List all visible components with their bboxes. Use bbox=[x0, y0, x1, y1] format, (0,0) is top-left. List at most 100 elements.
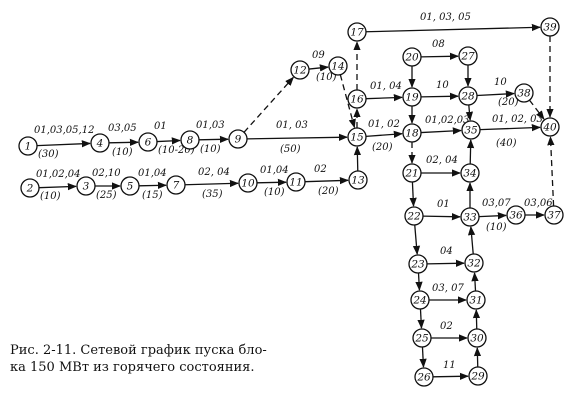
edge-32-33 bbox=[467, 226, 476, 255]
edge-25-26 bbox=[419, 346, 427, 368]
edge-4-6 bbox=[108, 138, 139, 147]
node-11: 11 bbox=[286, 172, 306, 192]
edge-label-21-34: 02, 04 bbox=[426, 155, 458, 166]
edge-label-7-10: 02, 04 bbox=[198, 167, 230, 178]
node-2: 2 bbox=[20, 178, 40, 198]
node-label: 30 bbox=[470, 333, 484, 345]
edge-label-17-39: 01, 03, 05 bbox=[420, 12, 471, 23]
node-5: 5 bbox=[120, 176, 140, 196]
node-label: 33 bbox=[463, 212, 477, 224]
node-38: 38 bbox=[514, 83, 534, 103]
edge-label-3-5: 02,10 bbox=[92, 168, 121, 179]
node-circle bbox=[414, 367, 434, 387]
node-35: 35 bbox=[461, 120, 481, 140]
edge-9-15 bbox=[246, 133, 348, 141]
node-circle bbox=[120, 176, 140, 196]
node-circle bbox=[180, 130, 200, 150]
node-circle bbox=[402, 47, 422, 67]
node-label: 18 bbox=[405, 128, 419, 140]
node-34: 34 bbox=[460, 163, 480, 183]
node-label: 22 bbox=[406, 211, 421, 223]
node-circle bbox=[238, 173, 258, 193]
node-label: 19 bbox=[405, 92, 419, 104]
edge-label-25-30: 02 bbox=[440, 321, 453, 332]
node-circle bbox=[458, 86, 478, 106]
node-29: 29 bbox=[468, 366, 488, 386]
edge-duration-28-38: (20) bbox=[498, 97, 519, 108]
figure-caption: Рис. 2-11. Сетевой график пуска бло- ка … bbox=[10, 343, 267, 375]
node-label: 40 bbox=[542, 122, 557, 134]
edge-duration-8-9: (10) bbox=[200, 144, 221, 155]
node-19: 19 bbox=[402, 87, 422, 107]
edge-label-18-35: 01,02,03 bbox=[425, 115, 470, 126]
node-circle bbox=[20, 178, 40, 198]
edge-duration-10-11: (10) bbox=[264, 187, 285, 198]
edge-28-35 bbox=[465, 104, 474, 121]
node-28: 28 bbox=[458, 86, 478, 106]
node-circle bbox=[410, 290, 430, 310]
edge-12-14 bbox=[308, 64, 329, 72]
edge-35-40 bbox=[479, 124, 541, 132]
node-21: 21 bbox=[402, 163, 422, 183]
edge-6-8 bbox=[156, 137, 181, 145]
node-circle bbox=[466, 290, 486, 310]
edge-label-28-38: 10 bbox=[494, 77, 507, 88]
edge-duration-7-10: (35) bbox=[202, 189, 223, 200]
edge-30-31 bbox=[472, 309, 481, 330]
edge-duration-6-8: (10-20) bbox=[158, 145, 195, 156]
edge-29-30 bbox=[473, 347, 482, 368]
node-circle bbox=[408, 254, 428, 274]
node-circle bbox=[228, 129, 248, 149]
node-circle bbox=[402, 163, 422, 183]
node-label: 17 bbox=[350, 27, 364, 39]
node-label: 13 bbox=[351, 175, 365, 187]
edge-label-1-4: 01,03,05,12 bbox=[34, 125, 94, 136]
edge-label-24-31: 03, 07 bbox=[432, 283, 464, 294]
node-circle bbox=[76, 176, 96, 196]
edge-14-15 bbox=[339, 74, 356, 129]
node-label: 21 bbox=[404, 168, 418, 180]
edge-label-6-8: 01 bbox=[154, 121, 167, 132]
node-39: 39 bbox=[540, 17, 560, 37]
node-label: 34 bbox=[463, 168, 476, 180]
node-23: 23 bbox=[408, 254, 428, 274]
edge-label-9-15: 01, 03 bbox=[276, 120, 308, 131]
node-8: 8 bbox=[180, 130, 200, 150]
node-label: 27 bbox=[460, 51, 475, 63]
edge-label-10-11: 01,04 bbox=[260, 165, 289, 176]
node-36: 36 bbox=[506, 205, 526, 225]
node-31: 31 bbox=[466, 290, 486, 310]
edge-label-23-32: 04 bbox=[440, 246, 453, 257]
node-circle bbox=[514, 83, 534, 103]
node-circle bbox=[460, 207, 480, 227]
edge-38-40 bbox=[528, 99, 545, 120]
edge-17-39 bbox=[365, 23, 541, 33]
edge-label-5-7: 01,04 bbox=[138, 168, 167, 179]
edge-31-32 bbox=[471, 272, 479, 292]
edge-26-29 bbox=[432, 372, 469, 380]
node-label: 6 bbox=[145, 137, 152, 149]
node-16: 16 bbox=[347, 89, 367, 109]
node-circle bbox=[18, 136, 38, 156]
node-label: 37 bbox=[547, 210, 561, 222]
node-circle bbox=[506, 205, 526, 225]
node-15: 15 bbox=[347, 127, 367, 147]
node-6: 6 bbox=[138, 132, 158, 152]
edge-label-19-28: 10 bbox=[436, 80, 449, 91]
node-circle bbox=[467, 328, 487, 348]
node-circle bbox=[348, 170, 368, 190]
edge-duration-3-5: (25) bbox=[96, 190, 117, 201]
node-label: 10 bbox=[241, 178, 255, 190]
edge-label-12-14: 09 bbox=[312, 50, 325, 61]
edge-1-4 bbox=[36, 140, 91, 148]
edge-label-4-6: 03,05 bbox=[108, 123, 137, 134]
node-label: 32 bbox=[467, 258, 481, 270]
node-circle bbox=[328, 56, 348, 76]
node-7: 7 bbox=[166, 175, 186, 195]
node-30: 30 bbox=[467, 328, 487, 348]
edge-duration-11-13: (20) bbox=[318, 186, 339, 197]
edge-duration-33-36: (10) bbox=[486, 222, 507, 233]
node-18: 18 bbox=[402, 123, 422, 143]
